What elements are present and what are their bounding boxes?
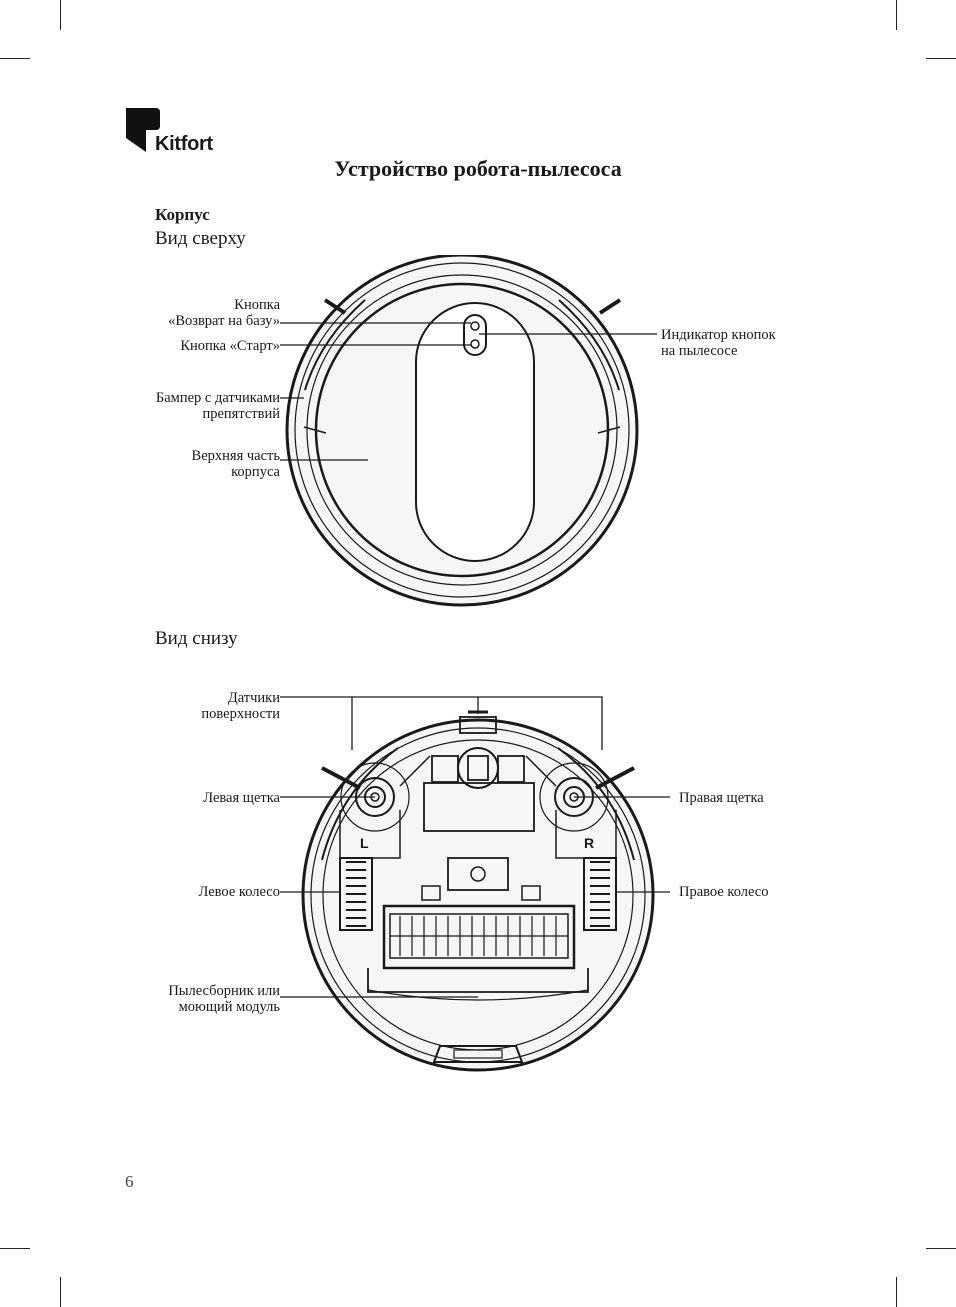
crop-mark xyxy=(60,1277,61,1307)
crop-mark xyxy=(926,1248,956,1249)
crop-mark xyxy=(60,0,61,30)
page-title: Устройство робота-пылесоса xyxy=(334,156,622,181)
dustbin-label: Пылесборник или моющий модуль xyxy=(168,983,280,1015)
right-side-mark: R xyxy=(584,835,594,851)
left-wheel-label: Левое колесо xyxy=(198,884,281,900)
brand-logo-icon xyxy=(126,108,160,152)
surface-sensors-label: Датчики поверхности xyxy=(201,690,280,722)
indicator-label: Индикатор кнопок на пылесосе xyxy=(661,327,776,359)
right-wheel-label: Правое колесо xyxy=(679,884,769,900)
top-cover-label: Верхняя часть корпуса xyxy=(191,448,280,480)
bottom-view-heading: Вид снизу xyxy=(155,628,238,649)
crop-mark xyxy=(896,0,897,30)
crop-mark xyxy=(0,1248,30,1249)
section-title: Корпус xyxy=(155,205,210,224)
top-view-diagram xyxy=(280,255,657,607)
bottom-view-diagram: L R xyxy=(280,696,670,1072)
start-button-label: Кнопка «Старт» xyxy=(180,338,280,354)
brand-name: Kitfort xyxy=(155,133,213,155)
crop-mark xyxy=(926,58,956,59)
crop-mark xyxy=(0,58,30,59)
top-view-heading: Вид сверху xyxy=(155,228,246,249)
left-side-mark: L xyxy=(360,835,369,851)
crop-mark xyxy=(896,1277,897,1307)
bumper-label: Бампер с датчиками препятствий xyxy=(155,390,280,422)
left-brush-label: Левая щетка xyxy=(203,790,280,806)
page-number: 6 xyxy=(125,1172,134,1191)
home-button-label: Кнопка «Возврат на базу» xyxy=(168,297,280,329)
right-brush-label: Правая щетка xyxy=(679,790,764,806)
